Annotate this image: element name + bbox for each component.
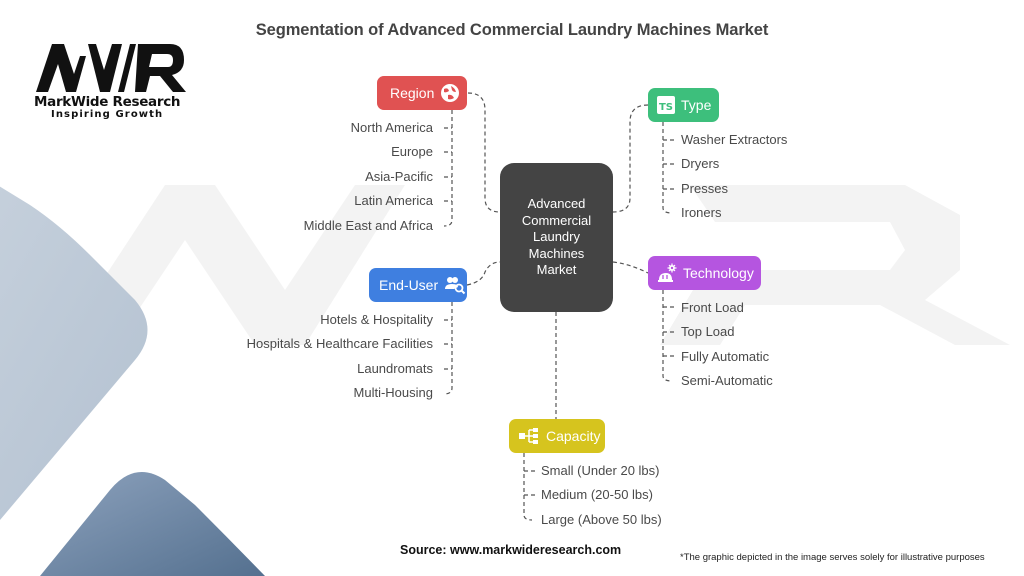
type-item: Ironers — [681, 205, 722, 220]
category-end-user: End-User — [369, 268, 467, 302]
source-credit: Source: www.markwideresearch.com — [400, 543, 622, 557]
link-region-items — [443, 110, 453, 227]
technology-item: Semi-Automatic — [681, 373, 773, 388]
category-region: Region — [377, 76, 467, 110]
page-title: Segmentation of Advanced Commercial Laun… — [255, 21, 769, 39]
capacity-item: Large (Above 50 lbs) — [541, 512, 662, 527]
type-item: Presses — [681, 181, 728, 196]
center-line: Commercial — [521, 212, 592, 228]
link-type-center — [612, 104, 649, 213]
link-type-items — [662, 122, 673, 214]
globe-icon — [441, 84, 460, 102]
link-tech-items — [662, 290, 673, 382]
center-line: Laundry — [533, 229, 580, 245]
center-node: Advanced Commercial Laundry Machines Mar… — [500, 163, 613, 312]
left-diamond-light — [0, 186, 148, 520]
end-user-item: Laundromats — [357, 361, 433, 376]
category-label: End-User — [379, 277, 439, 293]
hierarchy-icon — [519, 428, 538, 444]
left-diamond-dark — [40, 472, 265, 576]
ts-badge-icon: TS — [657, 96, 675, 114]
category-type: TS Type — [648, 88, 719, 122]
link-capacity-items — [523, 453, 533, 521]
capacity-item: Small (Under 20 lbs) — [541, 463, 660, 478]
center-line: Market — [536, 262, 577, 278]
user-search-icon — [445, 277, 466, 295]
category-label: Technology — [683, 265, 754, 281]
type-item: Dryers — [681, 156, 720, 171]
technology-item: Front Load — [681, 300, 744, 315]
region-item: North America — [350, 120, 433, 135]
mwr-logo-mark — [36, 44, 186, 92]
region-item: Asia-Pacific — [365, 169, 433, 184]
category-label: Capacity — [546, 428, 601, 444]
hardhat-gear-icon — [658, 263, 677, 282]
link-region-center — [467, 92, 501, 213]
link-enduser-items — [443, 302, 453, 395]
category-technology: Technology — [648, 256, 761, 290]
technology-item: Top Load — [681, 324, 735, 339]
logo-name: MarkWide Research — [34, 94, 181, 110]
capacity-item: Medium (20-50 lbs) — [541, 487, 653, 502]
technology-item: Fully Automatic — [681, 349, 770, 364]
region-item: Latin America — [354, 193, 433, 208]
region-item: Europe — [391, 144, 433, 159]
category-label: Type — [681, 97, 712, 113]
category-capacity: Capacity — [509, 419, 605, 453]
center-line: Machines — [528, 245, 585, 261]
logo-tagline: Inspiring Growth — [51, 109, 164, 120]
region-item: Middle East and Africa — [303, 218, 433, 233]
type-item: Washer Extractors — [681, 132, 788, 147]
end-user-item: Hotels & Hospitality — [320, 312, 433, 327]
end-user-item: Hospitals & Healthcare Facilities — [246, 336, 433, 351]
category-label: Region — [390, 85, 435, 101]
center-line: Advanced — [527, 196, 586, 212]
link-tech-center — [612, 261, 649, 274]
disclaimer-note: *The graphic depicted in the image serve… — [680, 552, 985, 563]
svg-text:TS: TS — [659, 102, 673, 113]
end-user-item: Multi-Housing — [353, 385, 433, 400]
link-enduser-center — [466, 261, 501, 286]
